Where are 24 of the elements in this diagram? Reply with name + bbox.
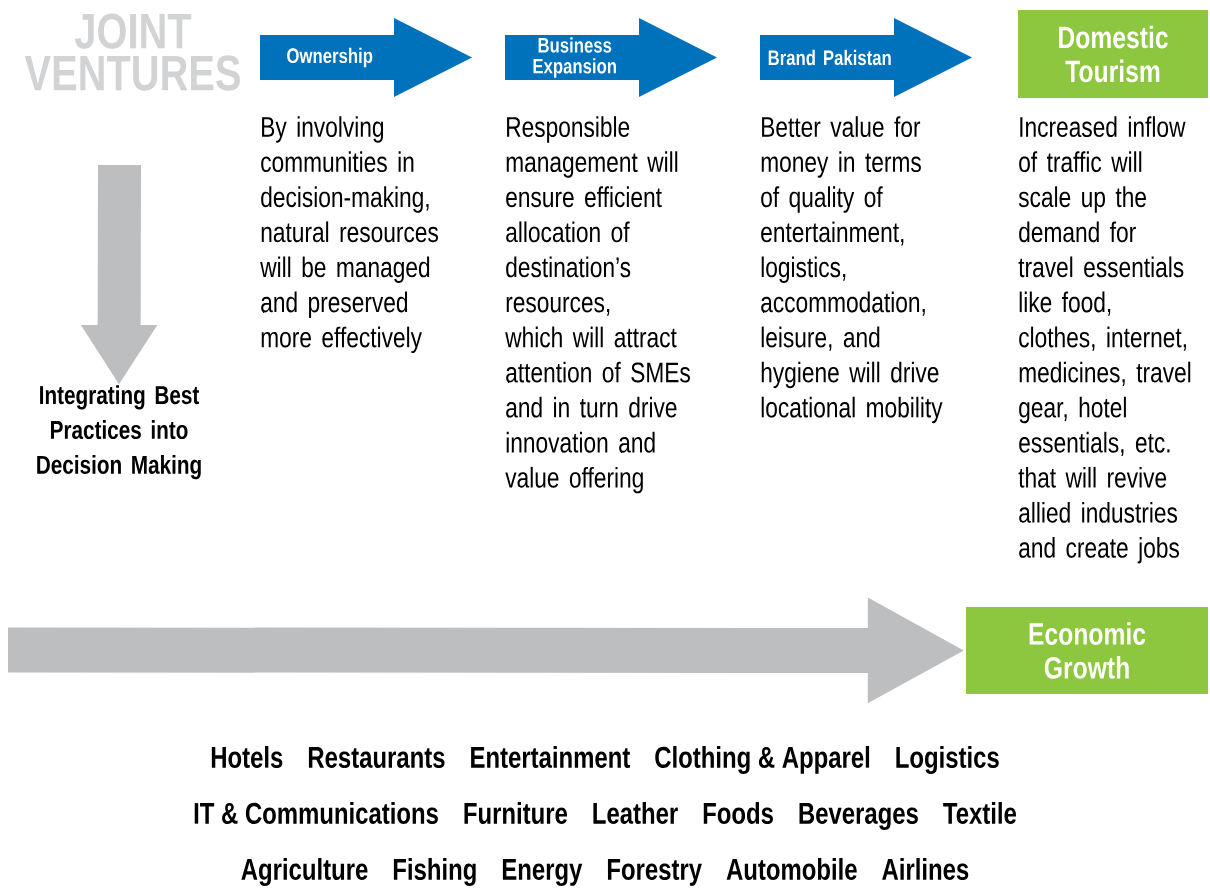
industry-label: Entertainment [471, 746, 630, 768]
industry-label: Hotels [211, 746, 283, 768]
industry-label: Forestry [607, 859, 702, 886]
description-text: Better value for money in terms of quality of entertainment, logistics, accommodation, leisure, and hygiene will drive locational mobility [761, 116, 943, 424]
label-box: Domestic Tourism [1018, 10, 1208, 98]
label-box: Economic Growth [966, 607, 1208, 694]
industry-label: Clothing & Apparel [655, 746, 870, 774]
caption-text: Integrating Best Practices into Decision Making [37, 385, 201, 480]
description-text: Increased inflow of traffic will scale up the demand for travel essentials like food, clothes, internet, medicines, travel gear, hotel essentials, etc. that will revive allied industries and create jobs [1018, 116, 1191, 564]
industry-label: Airlines [882, 858, 969, 880]
industry-label: Fishing [393, 858, 476, 886]
industry-label: Restaurants [308, 747, 445, 768]
description-text: By involving communities in decision-making, natural resources will be managed and preserved more effectively [260, 116, 438, 354]
industry-label: IT & Communications [194, 802, 438, 824]
description-text: Responsible management will ensure efficient allocation of destination’s resources, which will attract attention of SMEs and in turn drive innovation and value offering [505, 116, 690, 494]
industry-label: Furniture [464, 802, 568, 824]
industry-label: Leather [593, 802, 678, 824]
industry-label: Logistics [896, 746, 999, 774]
industry-label: Beverages [799, 803, 918, 830]
industry-label: Textile [943, 802, 1017, 824]
industry-label: Automobile [726, 858, 857, 880]
industry-label: Agriculture [241, 858, 368, 886]
industry-label: Energy [502, 859, 583, 886]
industry-label: Foods [703, 802, 773, 824]
